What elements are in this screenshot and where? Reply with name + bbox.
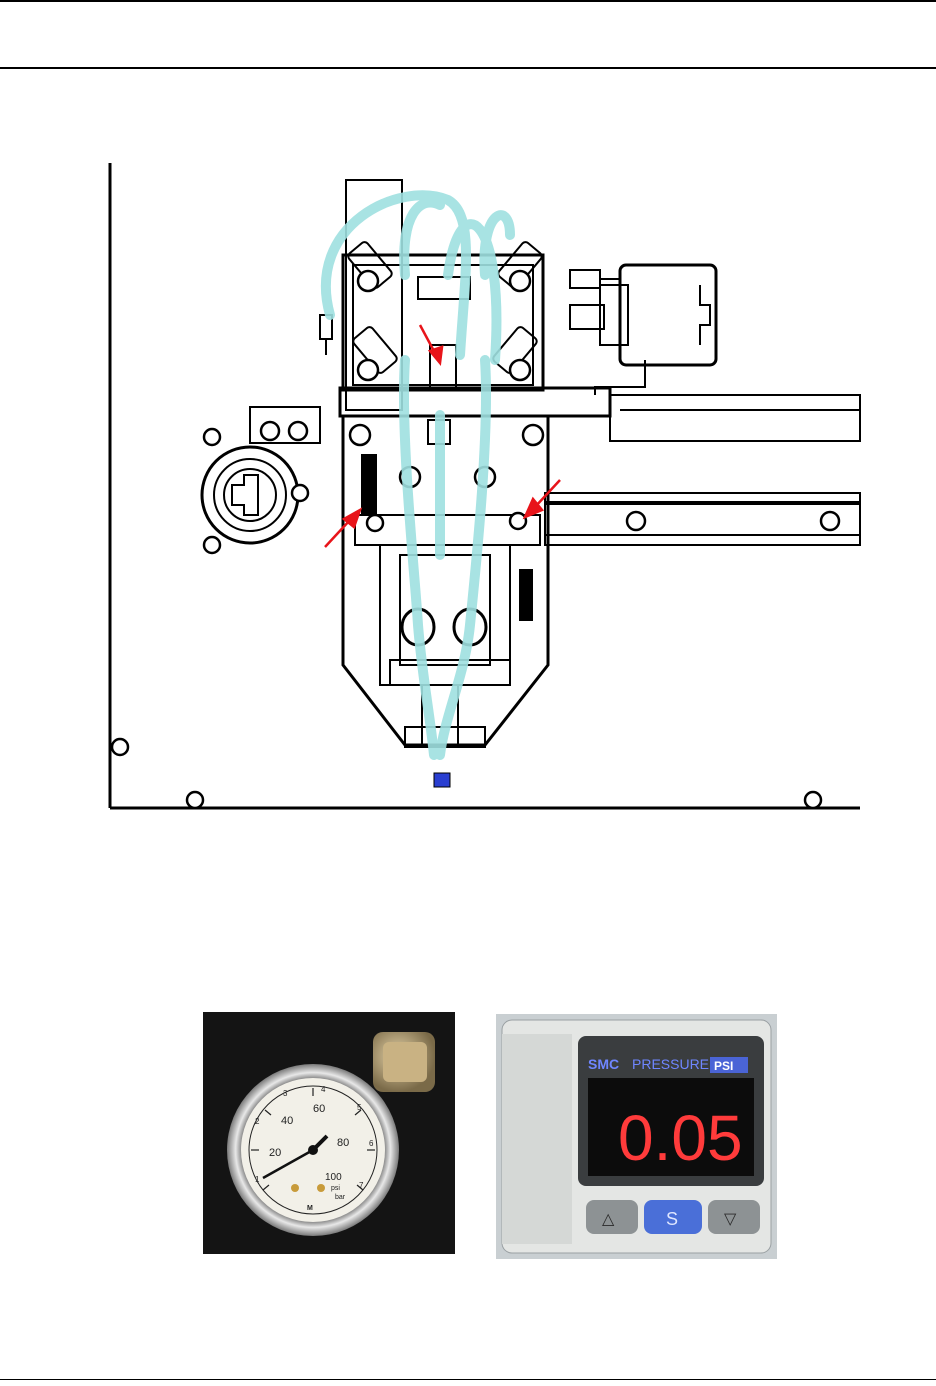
switch-unit: PSI [714, 1059, 733, 1073]
header-bottom-rule [0, 67, 936, 69]
gauge-psi-60: 60 [313, 1103, 325, 1115]
pressure-switch-photo: SMC PRESSURE PSI 0.05 △ S ▽ [496, 1014, 777, 1259]
gauge-psi-80: 80 [337, 1137, 349, 1149]
gauge-bar-2: 2 [255, 1117, 260, 1126]
dispense-head-diagram [100, 155, 870, 815]
gauge-psi-100: 100 [325, 1172, 342, 1183]
switch-label: PRESSURE [632, 1056, 709, 1072]
gauge-psi-40: 40 [281, 1115, 293, 1127]
switch-brand: SMC [588, 1056, 619, 1072]
switch-reading: 0.05 [618, 1102, 743, 1174]
gauge-psi-20: 20 [269, 1147, 281, 1159]
header-top-rule [0, 0, 936, 2]
pressure-gauge-photo: 20 40 60 80 100 1 2 3 4 5 6 7 psi bar M [203, 1012, 455, 1254]
switch-up-button[interactable]: △ [586, 1200, 638, 1234]
svg-text:△: △ [602, 1211, 615, 1228]
gauge-unit-bar: bar [335, 1194, 346, 1201]
gauge-bar-4: 4 [321, 1085, 326, 1094]
gauge-bar-6: 6 [369, 1139, 374, 1148]
gauge-bar-1: 1 [255, 1175, 260, 1184]
svg-text:S: S [666, 1209, 678, 1229]
gauge-bar-5: 5 [357, 1103, 362, 1112]
switch-down-button[interactable]: ▽ [708, 1200, 760, 1234]
svg-text:▽: ▽ [724, 1211, 737, 1228]
footer-rule [0, 1379, 936, 1380]
switch-set-button[interactable]: S [644, 1200, 702, 1234]
gauge-bar-7: 7 [359, 1181, 364, 1190]
gauge-maker-mark: M [307, 1205, 313, 1212]
gauge-unit-psi: psi [331, 1185, 340, 1192]
gauge-bar-3: 3 [283, 1089, 288, 1098]
